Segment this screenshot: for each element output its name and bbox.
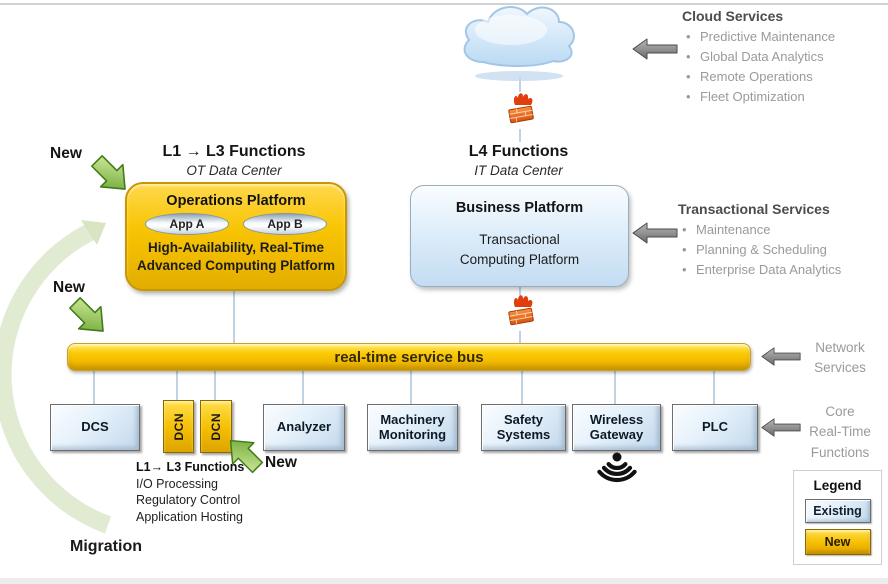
list-item: Remote Operations	[682, 67, 887, 87]
new-arrow-icon	[68, 296, 104, 332]
app-b-pill: App B	[243, 213, 327, 235]
arrow-left-icon	[761, 347, 801, 366]
network-services-label: Network Services	[814, 340, 866, 376]
cloud-icon	[463, 6, 575, 81]
new-label-top: New	[50, 145, 82, 162]
new-arrow-icon	[229, 439, 264, 474]
app-a-pill: App A	[145, 213, 229, 235]
list-item: Planning & Scheduling	[678, 240, 883, 260]
new-label-bottom: New	[265, 454, 297, 471]
legend: Legend Existing New	[793, 470, 882, 565]
it-section-subheader: IT Data Center	[474, 163, 563, 178]
ot-section-subheader: OT Data Center	[186, 163, 282, 178]
migration-label: Migration	[70, 538, 142, 555]
device-analyzer: Analyzer	[263, 404, 345, 451]
new-label-middle: New	[53, 279, 85, 296]
device-plc: PLC	[672, 404, 758, 451]
operations-platform-title: Operations Platform	[166, 193, 306, 209]
operations-platform-description: High-Availability, Real-Time Advanced Co…	[136, 240, 335, 273]
bottom-border-line	[0, 578, 888, 584]
device-machinery-monitoring: Machinery Monitoring	[367, 404, 458, 451]
top-border-line	[0, 3, 888, 5]
cloud-services-block: Cloud Services Predictive Maintenance Gl…	[682, 8, 887, 108]
transactional-services-list: Maintenance Planning & Scheduling Enterp…	[678, 220, 883, 281]
device-dcs: DCS	[50, 404, 140, 451]
transactional-services-block: Transactional Services Maintenance Plann…	[678, 201, 883, 281]
new-arrow-icon	[90, 154, 126, 190]
migration-arc-icon	[0, 220, 112, 534]
dcn-functions-block: L1→ L3 Functions I/O Processing Regulato…	[136, 460, 245, 524]
list-item: Maintenance	[678, 220, 883, 240]
arrow-left-icon	[632, 222, 678, 244]
business-platform-box: Business Platform Transactional Computin…	[410, 185, 629, 287]
dcn-functions-title: L1→ L3 Functions	[136, 460, 245, 474]
cloud-services-title: Cloud Services	[682, 8, 784, 24]
cloud-services-list: Predictive Maintenance Global Data Analy…	[682, 27, 887, 108]
ot-section-header: L1 → L3 Functions	[162, 143, 306, 160]
list-item: Global Data Analytics	[682, 47, 887, 67]
firewall-icon	[508, 295, 534, 326]
device-dcn-2: DCN	[200, 400, 232, 453]
transactional-services-title: Transactional Services	[678, 201, 830, 217]
business-platform-title: Business Platform	[455, 200, 584, 216]
list-item: Enterprise Data Analytics	[678, 260, 883, 280]
operations-platform-box: Operations Platform App A App B High-Ava…	[125, 182, 347, 291]
apps-row: App A App B	[127, 213, 345, 235]
arrow-left-icon	[761, 418, 801, 437]
list-item: Predictive Maintenance	[682, 27, 887, 47]
device-wireless-gateway: Wireless Gateway	[572, 404, 661, 451]
device-dcn-1: DCN	[163, 400, 194, 453]
arrow-left-icon	[632, 38, 678, 60]
legend-title: Legend	[813, 478, 862, 493]
it-section-header: L4 Functions	[468, 143, 569, 160]
legend-new-swatch: New	[804, 529, 871, 555]
device-safety-systems: Safety Systems	[481, 404, 566, 451]
firewall-icon	[508, 93, 534, 124]
list-item: Fleet Optimization	[682, 87, 887, 107]
realtime-service-bus: real-time service bus	[67, 343, 751, 371]
business-platform-description: Transactional Computing Platform	[459, 232, 580, 268]
wifi-icon	[597, 452, 637, 483]
legend-existing-swatch: Existing	[804, 499, 871, 523]
core-functions-label: Core Real-Time Functions	[809, 404, 871, 460]
